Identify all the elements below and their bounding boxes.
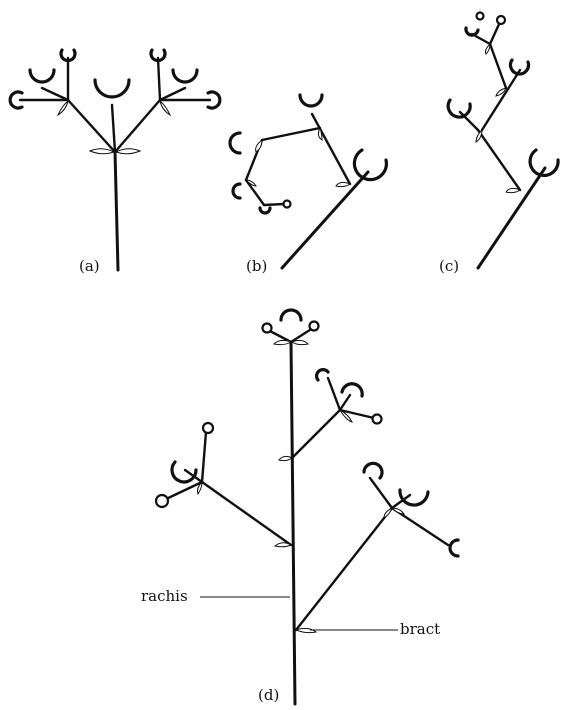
panel-d: rachis bract (d): [141, 308, 460, 706]
panel-d-rachis: [289, 340, 297, 706]
panel-b-bracts: [244, 126, 352, 188]
panel-c-bracts: [475, 42, 522, 194]
panel-c-flowers: [446, 11, 560, 177]
panel-b-branches: [244, 112, 370, 270]
panel-c: (c): [439, 11, 560, 275]
panel-d-annotations: rachis bract: [141, 587, 440, 638]
panel-a: (a): [8, 48, 222, 275]
panel-d-flowers: [154, 308, 460, 558]
panel-d-bracts: [197, 339, 405, 634]
panel-b-label: (b): [246, 257, 267, 275]
panel-d-label: (d): [258, 686, 279, 704]
panel-a-branches: [18, 56, 212, 272]
panel-a-label: (a): [79, 257, 100, 275]
panel-a-flowers: [8, 48, 222, 110]
panel-b: (b): [228, 93, 389, 275]
bract-label: bract: [400, 620, 440, 638]
rachis-label: rachis: [141, 587, 188, 605]
panel-b-flowers: [228, 93, 389, 215]
panel-d-branches: [162, 326, 450, 632]
panel-c-label: (c): [439, 257, 459, 275]
panel-c-branches: [458, 20, 547, 270]
panel-a-bracts: [56, 99, 172, 155]
